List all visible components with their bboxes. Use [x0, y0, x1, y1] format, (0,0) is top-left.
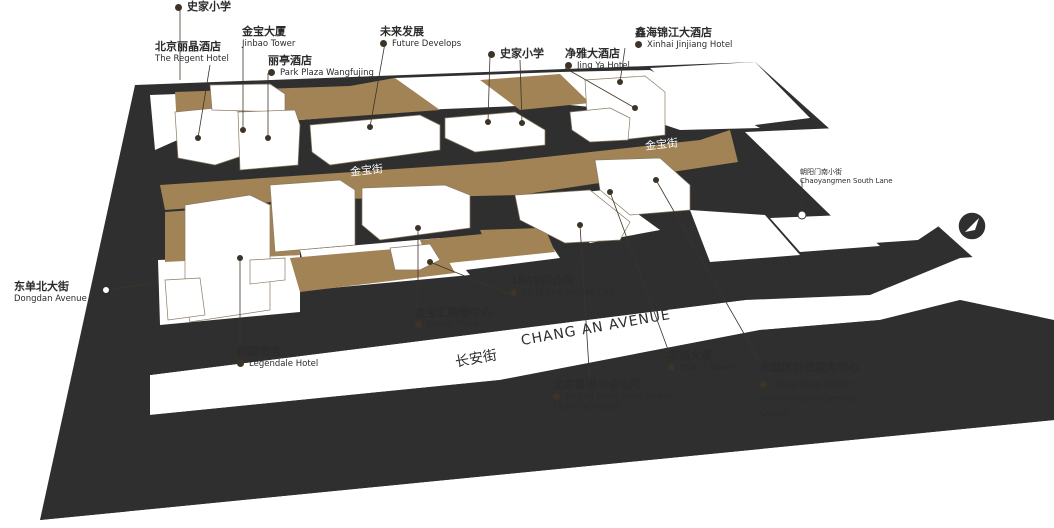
- label-dongdan-avenue: 东单北大街 Dongdan Avenue: [14, 280, 87, 304]
- building-future: [309, 114, 441, 166]
- label-hidden-city: 1949四合院 1949 The Hidden City: [510, 274, 615, 298]
- label-park-plaza: 丽亭酒店 Park Plaza Wangfujing: [268, 54, 374, 78]
- label-jinbao-tower: 金宝大厦 Jinbao Tower: [242, 25, 296, 49]
- compass-arrow: [965, 218, 979, 232]
- building-jingya: [569, 107, 631, 143]
- building-jockey: [514, 189, 631, 244]
- block-changan-south: [150, 255, 1054, 415]
- marker-dot: [510, 288, 517, 296]
- road-changan-lower: [40, 300, 1054, 520]
- building-huali: [594, 157, 691, 216]
- building-central: [361, 184, 471, 241]
- marker-dot: [565, 61, 572, 69]
- south-small-plot: [480, 228, 548, 258]
- building-jinbao-tower: [209, 83, 286, 113]
- block-east: [745, 128, 960, 244]
- chaoyangmen-marker: [797, 210, 807, 220]
- marker-dot: [760, 380, 767, 388]
- north-east-plot-zone: [480, 74, 590, 110]
- marker-dot: [268, 68, 275, 76]
- building-small-north: [249, 257, 286, 285]
- marker-dot: [237, 359, 244, 367]
- label-xinhai-jinjiang: 鑫海锦江大酒店 Xinhai Jinjiang Hotel: [635, 26, 733, 50]
- marker-dot: [175, 3, 182, 11]
- label-shijia-primary-top: 史家小学: [175, 0, 231, 14]
- building-west-mid: [269, 179, 356, 253]
- road-changan: [150, 268, 745, 375]
- marker-dot: [635, 40, 642, 48]
- label-future-develops: 未来发展 Future Develops: [380, 25, 462, 49]
- label-chaoyangmen-south-lane: 朝阳门南小街 Chaoyangmen South Lane: [800, 168, 893, 185]
- label-jing-ya-hotel: 净雅大酒店 Jing Ya Hotel: [565, 47, 630, 71]
- marker-dot: [380, 39, 387, 47]
- label-shijia-primary: 史家小学: [488, 47, 544, 61]
- label-hua-li-tower: 华丽大厦 Hua Li Tower: [668, 349, 735, 373]
- dongdan-marker: [102, 286, 110, 294]
- block-east-lower: [770, 215, 880, 252]
- marker-dot: [553, 392, 560, 400]
- building-regent: [174, 107, 246, 166]
- label-legendale-hotel: 励骏酒店 Legendale Hotel: [237, 345, 319, 369]
- street-jinbao-right: 金宝街: [644, 136, 679, 153]
- street-jinbao-left: 金宝街: [349, 162, 384, 179]
- label-jockey-club: 北京香港马会会所 Beijing Hong Kong Jockey Club C…: [553, 378, 673, 413]
- block-south-east: [690, 210, 800, 262]
- label-dongcheng-center: 东城区行政服务中心 Dongcheng District Administrat…: [760, 361, 859, 419]
- marker-dot: [488, 50, 495, 58]
- label-regent-hotel: 北京丽晶酒店 The Regent Hotel: [155, 40, 229, 64]
- marker-dot: [668, 363, 675, 371]
- building-legendale-low: [164, 277, 206, 321]
- label-jinbao-place: 金宝汇购物中心 Jinbao Place: [415, 306, 492, 330]
- block-north-east: [650, 62, 810, 127]
- marker-dot: [415, 320, 422, 328]
